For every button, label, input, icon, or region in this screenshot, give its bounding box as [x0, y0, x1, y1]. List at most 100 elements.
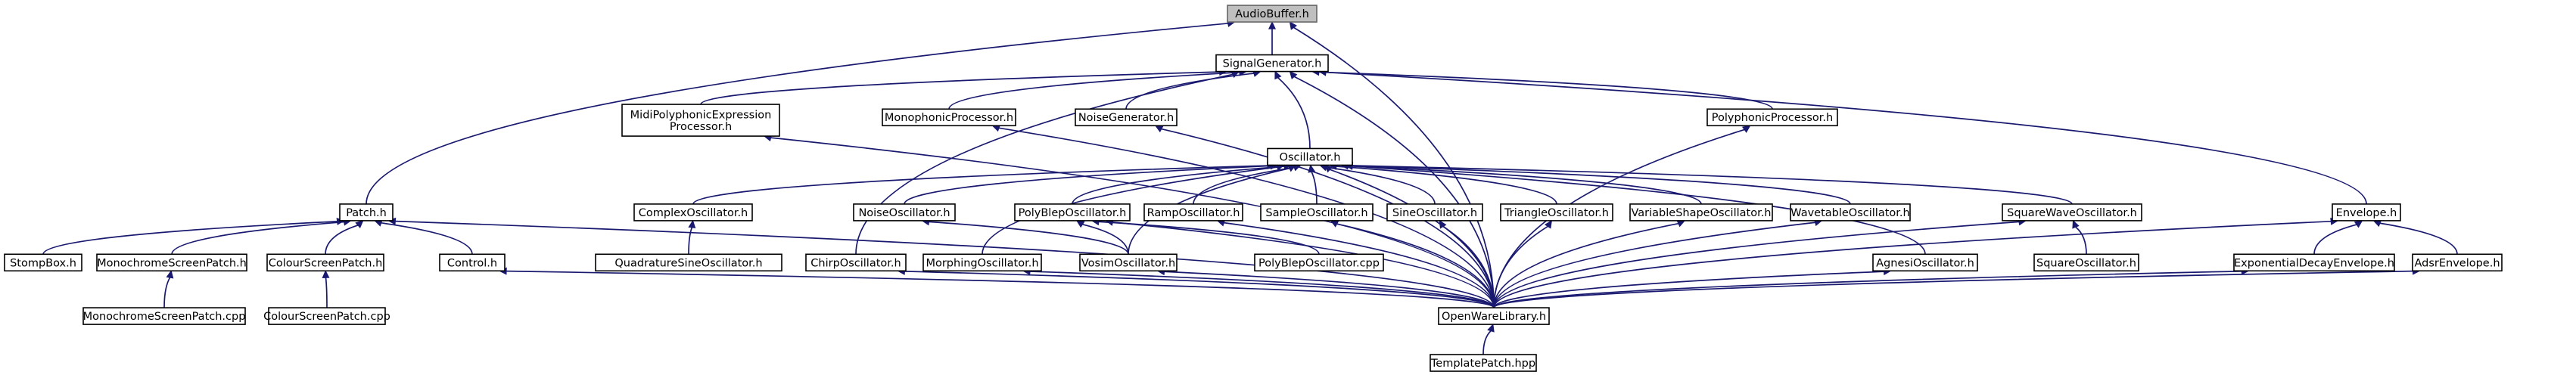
node-sineosc[interactable]: SineOscillator.h [1386, 203, 1483, 222]
edge-wavetable-to-oscillator [1352, 165, 1851, 205]
edge-openware-to-squarewave [1493, 221, 2020, 308]
node-vosim[interactable]: VosimOscillator.h [1079, 253, 1178, 272]
node-label: Processor.h [670, 121, 732, 133]
node-box [1227, 5, 1318, 23]
node-colourcpp[interactable]: ColourScreenPatch.cpp [263, 307, 390, 325]
edge-chirp-to-signalgenerator [855, 73, 1234, 255]
arrow-head [1741, 125, 1751, 133]
node-monochromescreenpatch[interactable]: MonochromeScreenPatch.h [96, 253, 247, 272]
node-expdecay[interactable]: ExponentialDecayEnvelope.h [2233, 253, 2395, 272]
edge-control-to-patch [381, 222, 473, 255]
node-colourscreenpatch[interactable]: ColourScreenPatch.h [266, 253, 384, 272]
node-label: ColourScreenPatch.cpp [263, 311, 390, 323]
node-polyblepcpp[interactable]: PolyBlepOscillator.cpp [1254, 253, 1384, 272]
node-monochromecpp[interactable]: MonochromeScreenPatch.cpp [82, 307, 246, 325]
edge-noisegen-to-signalgenerator [1125, 73, 1254, 110]
node-templatepatch[interactable]: TemplatePatch.hpp [1430, 354, 1537, 372]
node-box [268, 307, 386, 325]
node-box [1629, 203, 1773, 222]
node-wavetable[interactable]: WavetableOscillator.h [1790, 203, 1911, 222]
node-box [1438, 307, 1550, 325]
arrow-head [1544, 219, 1553, 229]
node-complexosc[interactable]: ComplexOscillator.h [633, 203, 753, 222]
node-sampleosc[interactable]: SampleOscillator.h [1260, 203, 1374, 222]
node-adsr[interactable]: AdsrEnvelope.h [2412, 253, 2503, 272]
node-chirp[interactable]: ChirpOscillator.h [805, 253, 907, 272]
graph-edges [42, 20, 2458, 355]
node-noisegen[interactable]: NoiseGenerator.h [1075, 108, 1178, 127]
arrow-head [1274, 70, 1282, 80]
node-label: SquareOscillator.h [2036, 257, 2136, 269]
node-polyphonic[interactable]: PolyphonicProcessor.h [1706, 108, 1838, 127]
node-box [1790, 203, 1911, 222]
node-rampos[interactable]: RampOscillator.h [1143, 203, 1243, 222]
node-label: AudioBuffer.h [1235, 8, 1309, 20]
node-stompbox[interactable]: StompBox.h [4, 253, 82, 272]
node-label: AdsrEnvelope.h [2414, 257, 2500, 269]
edge-openware-to-agnesi [1493, 271, 1884, 308]
edge-agnesi-to-oscillator [1352, 165, 1926, 255]
node-box [1500, 203, 1613, 222]
edge-envelope-to-signalgenerator [1326, 71, 2367, 204]
node-label: Envelope.h [2336, 207, 2397, 219]
node-patch[interactable]: Patch.h [339, 203, 394, 222]
edge-openware-to-patch [395, 220, 1495, 308]
node-oscillator[interactable]: Oscillator.h [1267, 147, 1353, 166]
node-squareosc[interactable]: SquareOscillator.h [2033, 253, 2139, 272]
node-noiseosc[interactable]: NoiseOscillator.h [853, 203, 956, 222]
edge-expdecay-to-envelope [2313, 224, 2357, 255]
node-box [2332, 203, 2401, 222]
node-box [621, 104, 780, 137]
arrow-head [1308, 164, 1316, 173]
node-agnesi[interactable]: AgnesiOscillator.h [1872, 253, 1978, 272]
edge-templatepatch-to-openware [1482, 330, 1492, 355]
node-box [595, 253, 782, 272]
node-variableshape[interactable]: VariableShapeOscillator.h [1629, 203, 1773, 222]
node-quadsine[interactable]: QuadratureSineOscillator.h [595, 253, 782, 272]
node-box [1075, 108, 1178, 127]
node-label: MonochromeScreenPatch.h [97, 257, 247, 269]
node-label: ExponentialDecayEnvelope.h [2234, 257, 2394, 269]
node-morphing[interactable]: MorphingOscillator.h [922, 253, 1042, 272]
node-label: SignalGenerator.h [1223, 58, 1322, 70]
node-openware[interactable]: OpenWareLibrary.h [1438, 307, 1550, 325]
edge-openware-to-sineosc [1442, 225, 1495, 308]
node-label: SampleOscillator.h [1265, 207, 1367, 219]
node-monophonic[interactable]: MonophonicProcessor.h [882, 108, 1016, 127]
node-control[interactable]: Control.h [439, 253, 506, 272]
node-polyblep[interactable]: PolyBlepOscillator.h [1014, 203, 1131, 222]
node-label: PolyBlepOscillator.h [1019, 207, 1127, 219]
edge-openware-to-envelope [1493, 220, 2332, 308]
node-label: NoiseOscillator.h [858, 207, 950, 219]
node-audiobuffer[interactable]: AudioBuffer.h [1227, 5, 1318, 23]
node-box [339, 203, 394, 222]
node-squarewave[interactable]: SquareWaveOscillator.h [2002, 203, 2142, 222]
node-label: PolyphonicProcessor.h [1712, 112, 1833, 124]
edge-colourcpp-to-colourscreenpatch [325, 277, 328, 308]
node-signalgenerator[interactable]: SignalGenerator.h [1215, 54, 1329, 73]
node-envelope[interactable]: Envelope.h [2332, 203, 2401, 222]
node-label: WavetableOscillator.h [1790, 207, 1909, 219]
arrow-head [1075, 220, 1085, 228]
arrow-head [166, 270, 174, 279]
edge-openware-to-audiobuffer [1293, 26, 1495, 308]
node-triangleosc[interactable]: TriangleOscillator.h [1500, 203, 1613, 222]
edge-rampos-to-oscillator [1193, 166, 1295, 205]
node-box [882, 108, 1016, 127]
node-label: ChirpOscillator.h [810, 257, 901, 269]
edge-openware-to-adsr [1493, 270, 2413, 308]
node-label: AgnesiOscillator.h [1876, 257, 1974, 269]
arrow-head [1268, 20, 1276, 29]
node-label: OpenWareLibrary.h [1442, 311, 1546, 323]
arrow-head [688, 219, 696, 228]
edge-squareosc-to-squarewave [2075, 226, 2087, 255]
node-label: PolyBlepOscillator.cpp [1258, 257, 1380, 269]
node-box [2412, 253, 2503, 272]
arrow-head [2354, 220, 2363, 228]
node-label: MidiPolyphonicExpression [630, 109, 772, 121]
edge-vosim-to-polyblep [1082, 224, 1129, 255]
edge-sampleosc-to-oscillator [1311, 171, 1318, 204]
edge-polyphonic-to-signalgenerator [1318, 71, 1773, 110]
edge-adsr-to-envelope [2379, 222, 2458, 255]
